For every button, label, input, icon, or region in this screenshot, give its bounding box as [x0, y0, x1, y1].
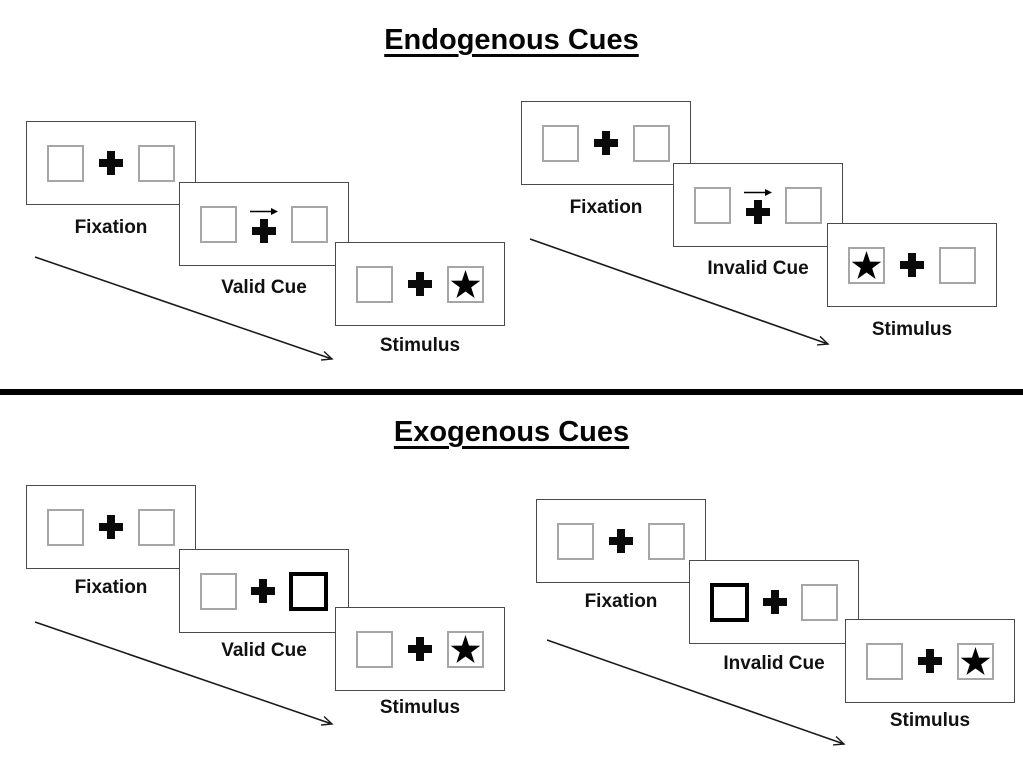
- placeholder-box-left: [200, 205, 237, 243]
- star-box-right: [447, 630, 484, 668]
- fixation-cross-icon: [252, 218, 276, 243]
- panel-stimulus: [335, 607, 505, 691]
- cue-box-bold-left: [710, 582, 749, 622]
- panel-stimulus: [827, 223, 997, 307]
- fixation-cross-icon: [609, 529, 633, 553]
- panel-label: Fixation: [74, 577, 148, 598]
- panel-label: Stimulus: [379, 697, 461, 718]
- placeholder-box-right: [785, 186, 822, 224]
- placeholder-box-right: [291, 205, 328, 243]
- timeline-arrow-icon: [529, 238, 830, 346]
- fixation-cross-icon: [99, 151, 123, 175]
- placeholder-box-left: [694, 186, 731, 224]
- panel-label: Fixation: [569, 197, 643, 218]
- panel-stimulus: [335, 242, 505, 326]
- panel-label: Invalid Cue: [707, 258, 809, 279]
- cue-symbol-stack: [743, 187, 773, 224]
- cue-arrow-right-icon: [744, 188, 772, 196]
- fixation-cross-icon: [900, 253, 924, 277]
- placeholder-box-right: [939, 246, 976, 284]
- section-divider: [0, 389, 1023, 395]
- star-icon: [851, 250, 882, 279]
- panel-invalid-cue: [673, 163, 843, 247]
- panel-label: Fixation: [584, 591, 658, 612]
- placeholder-box-left: [356, 265, 393, 303]
- placeholder-box-left: [47, 508, 84, 546]
- fixation-cross-icon: [746, 199, 770, 224]
- placeholder-box-left: [356, 630, 393, 668]
- star-icon: [960, 646, 991, 675]
- panel-fixation: [521, 101, 691, 185]
- placeholder-box-right: [138, 144, 175, 182]
- placeholder-box-left: [200, 572, 237, 610]
- placeholder-box-left: [866, 642, 903, 680]
- section-title-exogenous: Exogenous Cues: [393, 416, 630, 448]
- panel-fixation: [26, 121, 196, 205]
- panel-label: Stimulus: [379, 335, 461, 356]
- star-box-right: [447, 265, 484, 303]
- fixation-cross-icon: [918, 649, 942, 673]
- panel-label: Invalid Cue: [723, 653, 825, 674]
- placeholder-box-right: [138, 508, 175, 546]
- panel-label: Stimulus: [889, 710, 971, 731]
- placeholder-box-left: [557, 522, 594, 560]
- panel-stimulus: [845, 619, 1015, 703]
- timeline-arrow-icon: [546, 639, 846, 746]
- timeline-arrow-icon: [34, 256, 334, 361]
- star-box-right: [957, 642, 994, 680]
- timeline-arrow-icon: [34, 621, 334, 726]
- panel-valid-cue: [179, 549, 349, 633]
- panel-valid-cue: [179, 182, 349, 266]
- panel-label: Valid Cue: [221, 277, 307, 298]
- fixation-cross-icon: [594, 131, 618, 155]
- placeholder-box-left: [542, 124, 579, 162]
- section-title-endogenous: Endogenous Cues: [384, 24, 639, 56]
- panel-invalid-cue: [689, 560, 859, 644]
- cue-arrow-right-icon: [250, 207, 278, 215]
- placeholder-box-right: [801, 583, 838, 621]
- star-icon: [450, 634, 481, 663]
- placeholder-box-right: [648, 522, 685, 560]
- cue-symbol-stack: [249, 206, 279, 243]
- panel-fixation: [536, 499, 706, 583]
- panel-label: Stimulus: [871, 319, 953, 340]
- star-box-left: [848, 246, 885, 284]
- panel-fixation: [26, 485, 196, 569]
- fixation-cross-icon: [408, 637, 432, 661]
- fixation-cross-icon: [99, 515, 123, 539]
- fixation-cross-icon: [763, 590, 787, 614]
- cue-box-bold-right: [289, 571, 328, 611]
- star-icon: [450, 269, 481, 298]
- fixation-cross-icon: [251, 579, 275, 603]
- fixation-cross-icon: [408, 272, 432, 296]
- placeholder-box-left: [47, 144, 84, 182]
- placeholder-box-right: [633, 124, 670, 162]
- panel-label: Valid Cue: [221, 640, 307, 661]
- panel-label: Fixation: [74, 217, 148, 238]
